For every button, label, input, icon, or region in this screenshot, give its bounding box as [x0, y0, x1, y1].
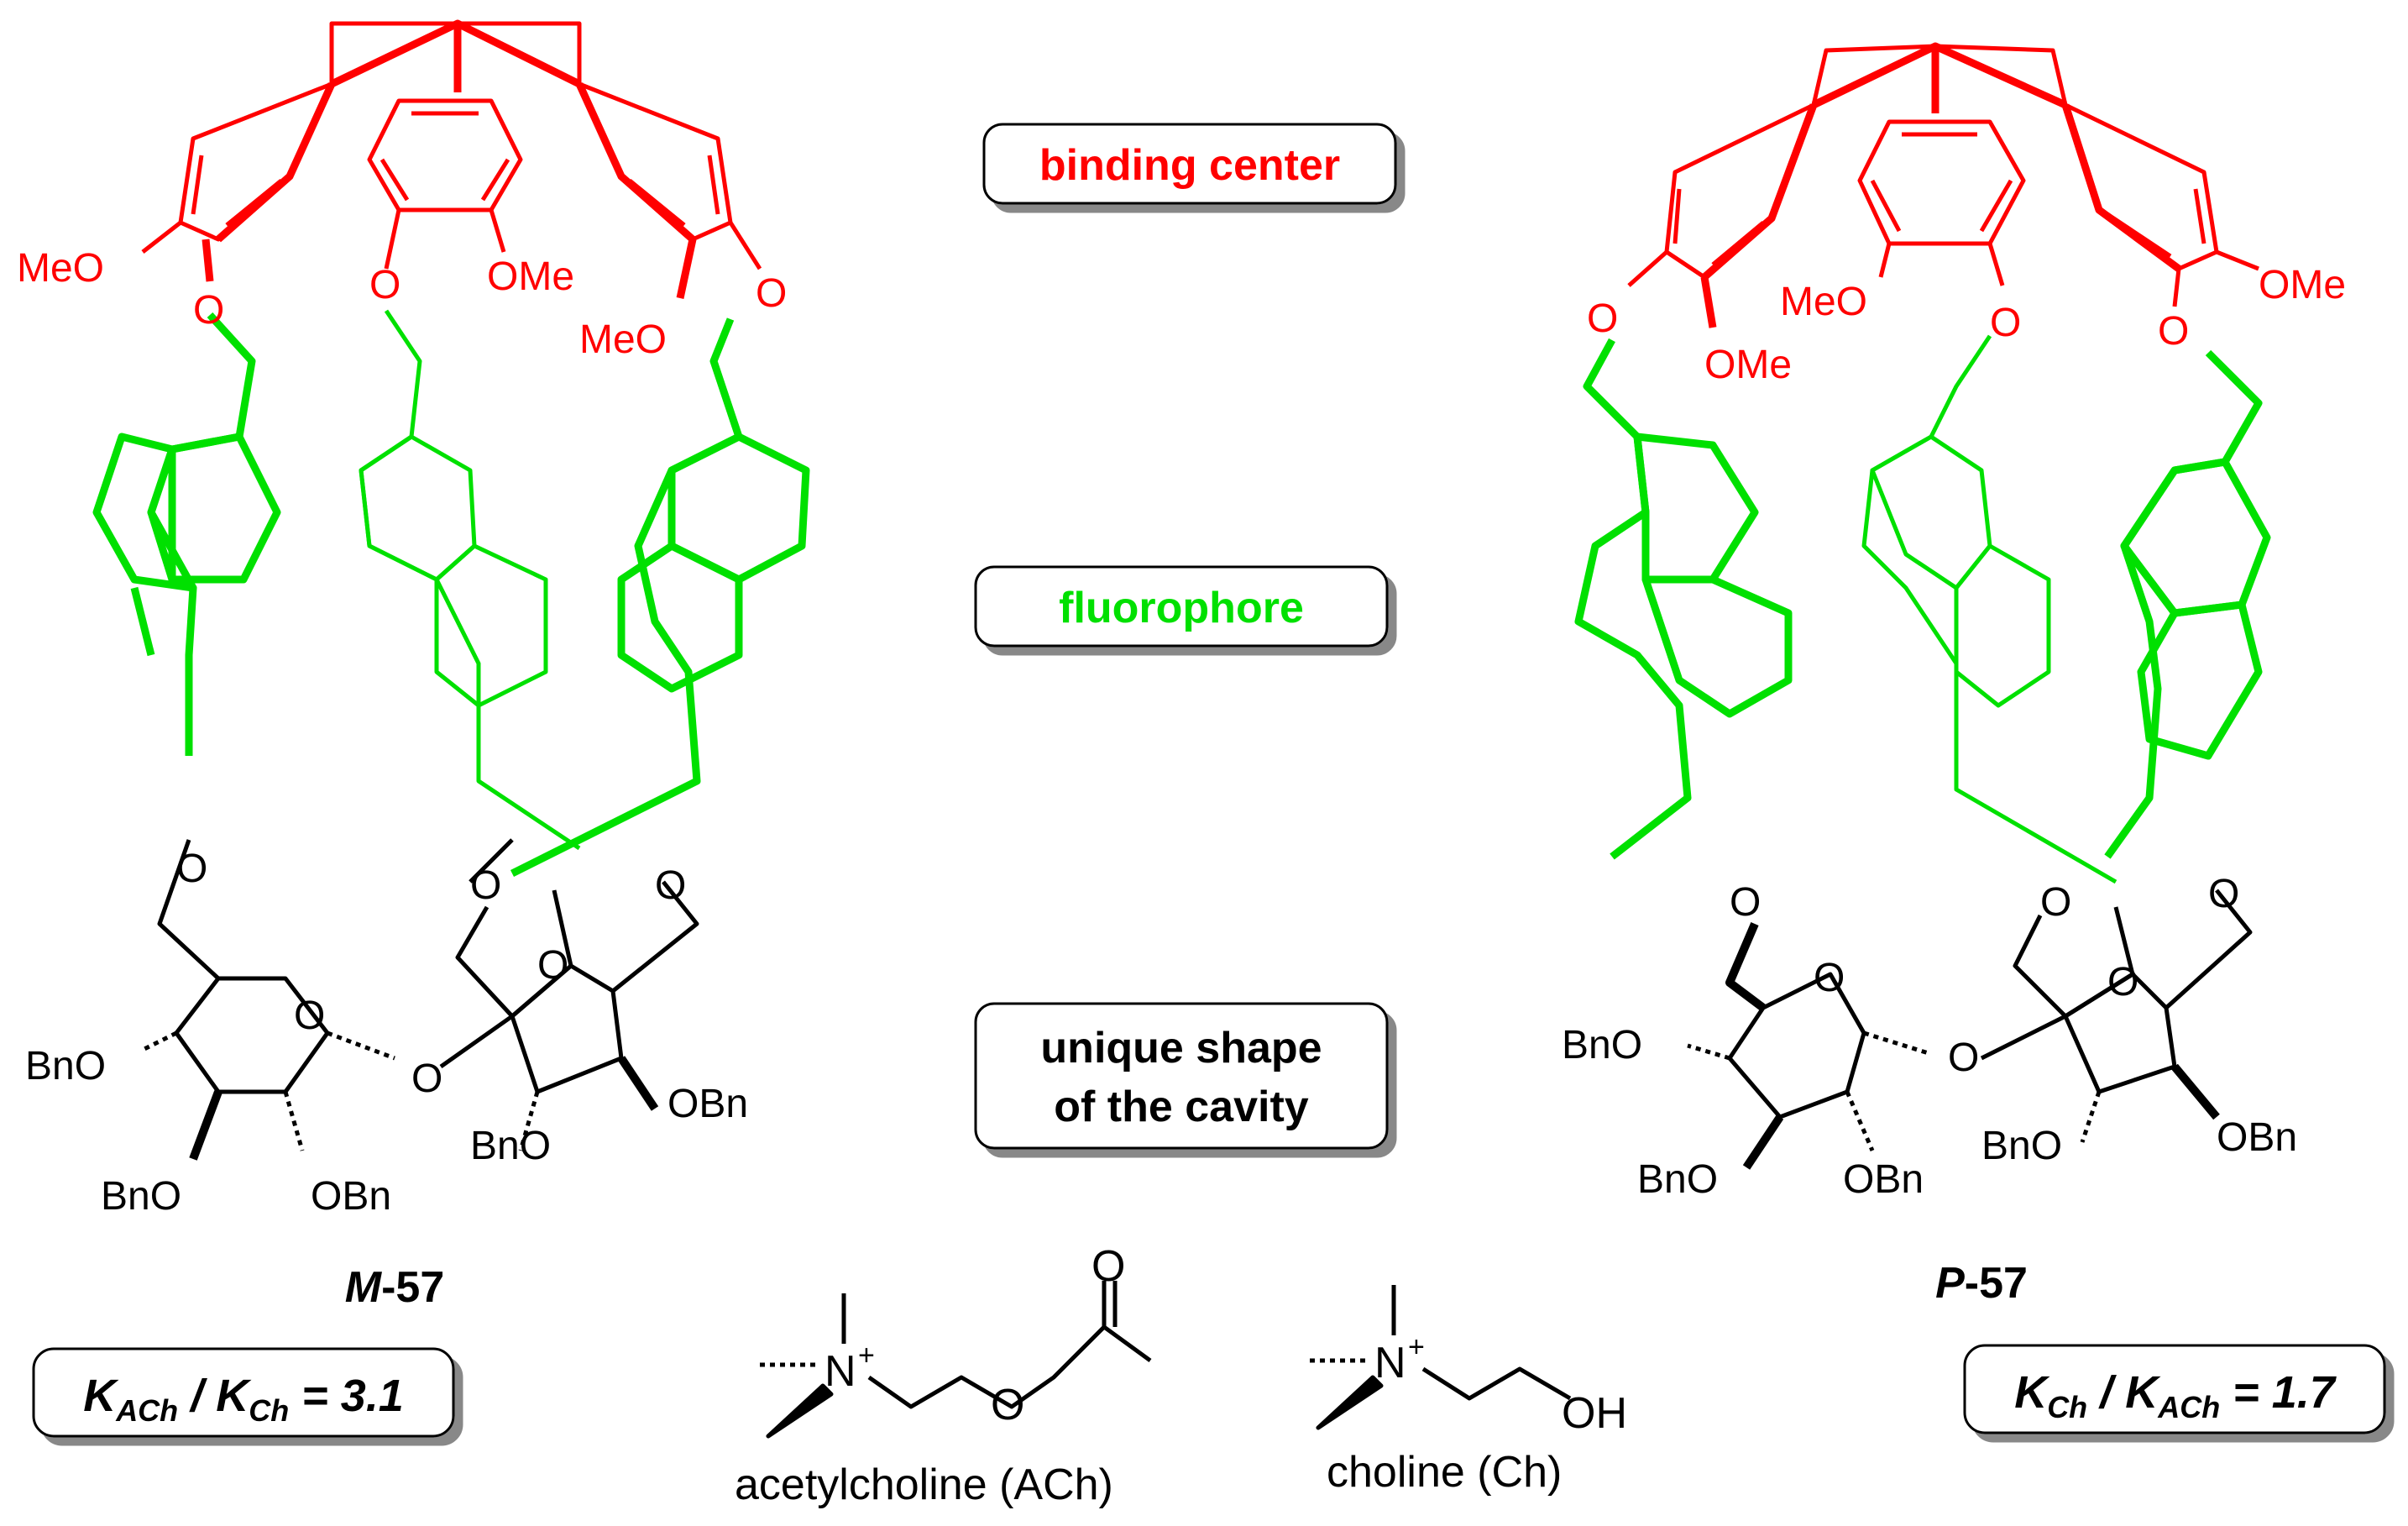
atom-bno: BnO — [1637, 1157, 1718, 1202]
charge-plus: + — [858, 1340, 875, 1371]
atom-o: O — [1091, 1242, 1125, 1291]
atom-o: O — [756, 271, 787, 316]
cavity-callout: unique shape of the cavity — [974, 1002, 1389, 1150]
atom-o: O — [411, 1057, 442, 1101]
acetylcholine-structure: N + O O acetylcholine (ACh) — [735, 1242, 1152, 1509]
charge-plus: + — [1408, 1331, 1425, 1363]
fluorophore-label: fluorophore — [1059, 584, 1304, 632]
atom-o: O — [1587, 296, 1618, 341]
atom-o: O — [369, 263, 400, 307]
cavity-label-line1: unique shape — [1040, 1024, 1322, 1072]
atom-bno: BnO — [470, 1124, 551, 1168]
binding-center-callout: binding center — [982, 123, 1397, 205]
ratio-box-right: KCh / KACh = 1.7 — [1963, 1344, 2386, 1434]
compound-label-right: P-57 — [1935, 1259, 2028, 1308]
atom-bno: BnO — [101, 1174, 181, 1219]
atom-o: O — [991, 1381, 1024, 1429]
atom-obn: OBn — [667, 1082, 748, 1126]
atom-o: O — [1814, 956, 1845, 1000]
atom-o: O — [1948, 1036, 1979, 1080]
atom-o: O — [294, 994, 325, 1038]
fluorophore-callout: fluorophore — [974, 565, 1389, 648]
ratio-right: KCh / KACh = 1.7 — [2014, 1367, 2337, 1424]
atom-o: O — [176, 847, 207, 891]
right-molecule: O OMe MeO O O OMe O O BnO BnO OBn O O O … — [1562, 42, 2346, 1308]
atom-o: O — [470, 863, 501, 908]
ratio-box-left: KACh / KCh = 3.1 — [32, 1347, 455, 1438]
atom-o: O — [2107, 960, 2138, 1004]
right-atom-labels: O OMe MeO O O OMe O O BnO BnO OBn O O O … — [1562, 263, 2346, 1202]
atom-obn: OBn — [311, 1174, 391, 1219]
acetylcholine-label: acetylcholine (ACh) — [735, 1460, 1113, 1509]
atom-ome: OMe — [2259, 263, 2346, 307]
atom-o: O — [1730, 880, 1761, 925]
choline-label: choline (Ch) — [1327, 1448, 1562, 1497]
atom-oh: OH — [1562, 1389, 1627, 1438]
atom-bno: BnO — [1981, 1124, 2062, 1168]
right-fluorophore — [1574, 334, 2271, 884]
choline-structure: N + OH choline (Ch) — [1310, 1285, 1627, 1497]
left-binding-center — [141, 19, 762, 299]
atom-meo: MeO — [17, 246, 104, 291]
atom-o: O — [655, 863, 686, 908]
atom-bno: BnO — [25, 1044, 106, 1088]
atom-n: N — [1374, 1339, 1406, 1387]
atom-meo: MeO — [579, 317, 667, 362]
atom-meo: MeO — [1780, 280, 1867, 324]
atom-bno: BnO — [1562, 1023, 1642, 1067]
atom-obn: OBn — [1843, 1157, 1924, 1202]
left-sucrose-scaffold — [141, 838, 699, 1161]
atom-o: O — [2040, 880, 2071, 925]
atom-o: O — [193, 288, 224, 333]
left-fluorophore — [92, 309, 810, 878]
atom-ome: OMe — [487, 254, 574, 299]
atom-n: N — [824, 1347, 856, 1396]
right-sucrose-scaffold — [1687, 889, 2253, 1170]
atom-o: O — [1990, 301, 2021, 345]
right-binding-center — [1627, 42, 2259, 328]
atom-obn: OBn — [2217, 1115, 2297, 1160]
atom-ome: OMe — [1704, 343, 1792, 387]
left-molecule: MeO O O OMe MeO O O O BnO BnO OBn O O O … — [17, 19, 810, 1312]
ratio-left: KACh / KCh = 3.1 — [83, 1371, 404, 1428]
atom-o: O — [2158, 309, 2189, 354]
left-atom-labels: MeO O O OMe MeO O O O BnO BnO OBn O O O … — [17, 246, 787, 1219]
compound-label-left: M-57 — [345, 1263, 445, 1312]
cavity-label-line2: of the cavity — [1054, 1083, 1308, 1131]
binding-center-label: binding center — [1039, 141, 1340, 190]
atom-o: O — [537, 943, 568, 988]
atom-o: O — [2208, 872, 2239, 916]
